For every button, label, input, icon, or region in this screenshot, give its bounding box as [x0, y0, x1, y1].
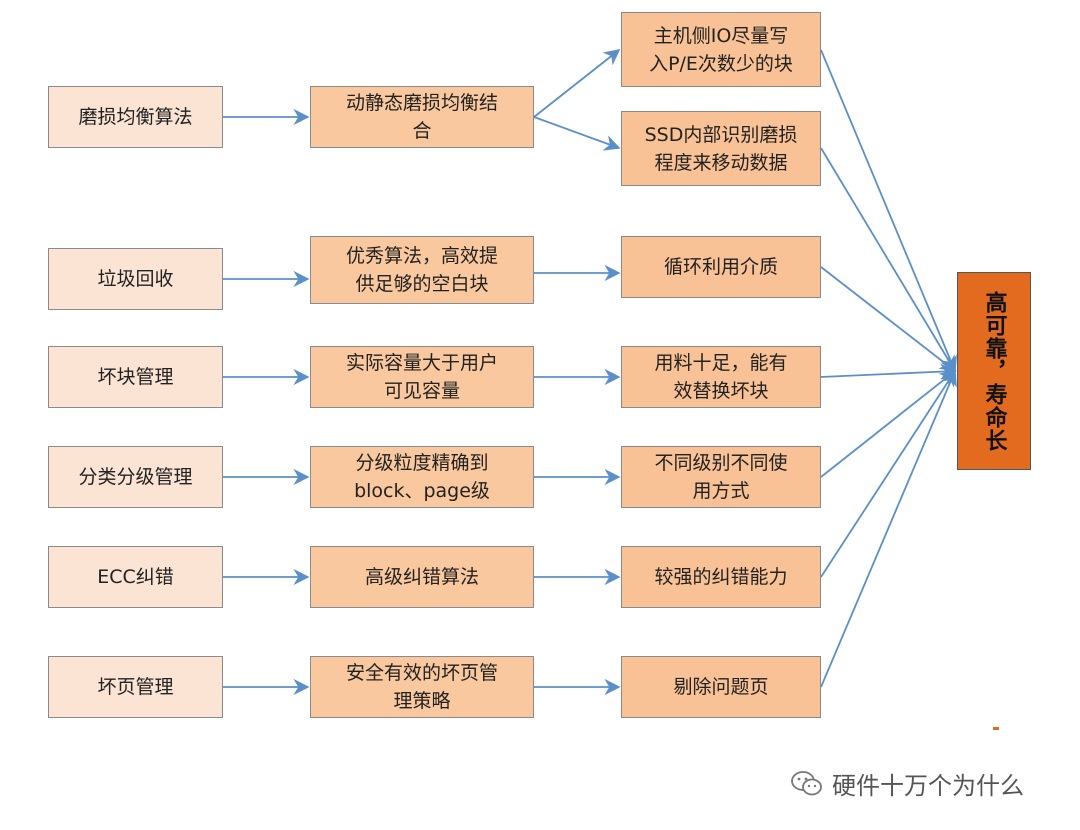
method-box-5: 高级纠错算法 — [310, 546, 534, 608]
technique-box-bad-page: 坏页管理 — [48, 656, 223, 718]
goal-box: 高可靠，寿命长 — [957, 272, 1031, 470]
method-box-4: 分级粒度精确到 block、page级 — [310, 446, 534, 508]
arrow-17 — [820, 363, 957, 380]
arrow-16 — [820, 266, 957, 372]
effect-box-7: 剔除问题页 — [621, 656, 821, 718]
arrow-18 — [820, 369, 957, 478]
effect-box-5: 不同级别不同使 用方式 — [621, 446, 821, 508]
wechat-icon — [791, 770, 822, 795]
arrow-14 — [820, 49, 957, 373]
method-box-3: 实际容量大于用户 可见容量 — [310, 346, 534, 408]
goal-label: 高可靠，寿命长 — [981, 290, 1007, 452]
effect-box-3: 循环利用介质 — [621, 236, 821, 298]
technique-box-wear-leveling: 磨损均衡算法 — [48, 86, 223, 148]
method-box-6: 安全有效的坏页管 理策略 — [310, 656, 534, 718]
effect-box-2: SSD内部识别磨损 程度来移动数据 — [621, 111, 821, 186]
decorative-dot — [993, 727, 999, 730]
effect-box-4: 用料十足，能有 效替换坏块 — [621, 346, 821, 408]
effect-box-1: 主机侧IO尽量写 入P/E次数少的块 — [621, 12, 821, 87]
arrow-2 — [533, 48, 621, 118]
technique-box-garbage-collection: 垃圾回收 — [48, 248, 223, 310]
technique-box-ecc: ECC纠错 — [48, 546, 223, 608]
arrow-20 — [820, 369, 957, 688]
watermark: 硬件十万个为什么 — [790, 766, 1024, 801]
arrow-3 — [533, 116, 621, 151]
arrow-19 — [820, 369, 956, 578]
technique-box-bad-block: 坏块管理 — [48, 346, 223, 408]
technique-box-tiered-management: 分类分级管理 — [48, 446, 223, 508]
watermark-text: 硬件十万个为什么 — [832, 772, 1024, 800]
method-box-2: 优秀算法，高效提 供足够的空白块 — [310, 236, 534, 304]
arrow-15 — [820, 147, 956, 373]
method-box-1: 动静态磨损均衡结 合 — [310, 86, 534, 148]
effect-box-6: 较强的纠错能力 — [621, 546, 821, 608]
